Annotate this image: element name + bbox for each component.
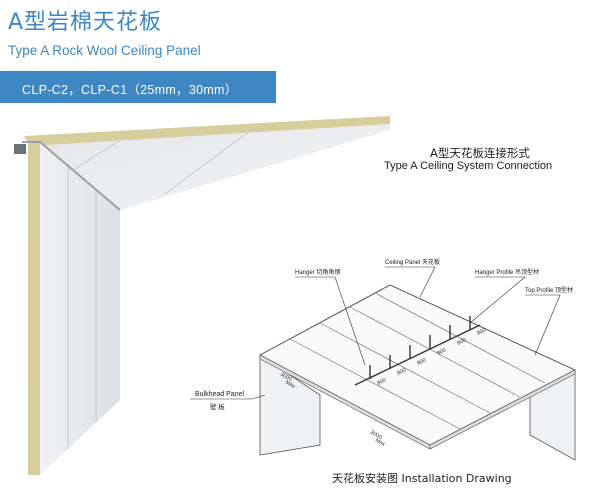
model-banner-text: CLP-C2，CLP-C1（25mm，30mm） (22, 83, 238, 97)
dim-spacing-5: 800 (456, 337, 467, 346)
dim-spacing-4: 800 (436, 347, 447, 356)
label-hanger: Hanger 切角角钢 (295, 268, 340, 276)
dim-length-2-max: Max (374, 438, 386, 449)
label-bulkhead-en: Bulkhead Panel (195, 391, 244, 398)
wall-panel (40, 142, 120, 475)
label-top-profile: Top Profile 顶型材 (525, 286, 573, 294)
dim-spacing-3: 800 (416, 357, 427, 366)
label-ceiling-panel: Ceiling Panel 天花板 (385, 258, 440, 266)
hangers (369, 316, 471, 379)
ceiling-surface (30, 122, 390, 210)
rockwool-edge-top (24, 116, 390, 146)
installation-drawing: 800 800 800 800 800 800 3000 Max 3000 Ma… (190, 258, 577, 461)
connection-title-cn: A型天花板连接形式 (430, 146, 530, 160)
dim-spacing-6: 800 (476, 327, 487, 336)
drawing-caption: 天花板安装图 Installation Drawing (332, 472, 512, 485)
dim-length-1: 3000 (279, 372, 293, 383)
dim-length-2: 3000 (369, 430, 383, 441)
hanger-profile (354, 324, 481, 386)
page-title-en: Type A Rock Wool Ceiling Panel (8, 43, 201, 58)
dim-spacing-1: 800 (376, 377, 387, 386)
label-hanger-profile: Hanger Profile 吊顶型材 (475, 268, 539, 276)
model-banner: CLP-C2，CLP-C1（25mm，30mm） (0, 71, 276, 103)
connection-title-en: Type A Ceiling System Connection (384, 160, 553, 172)
label-bulkhead-cn: 壁 板 (210, 402, 225, 411)
rockwool-edge-wall (28, 142, 40, 475)
page-title-cn: A型岩棉天花板 (8, 10, 163, 35)
ceiling-render (14, 116, 390, 475)
dim-length-1-max: Max (284, 380, 296, 391)
dim-spacing-2: 800 (396, 367, 407, 376)
